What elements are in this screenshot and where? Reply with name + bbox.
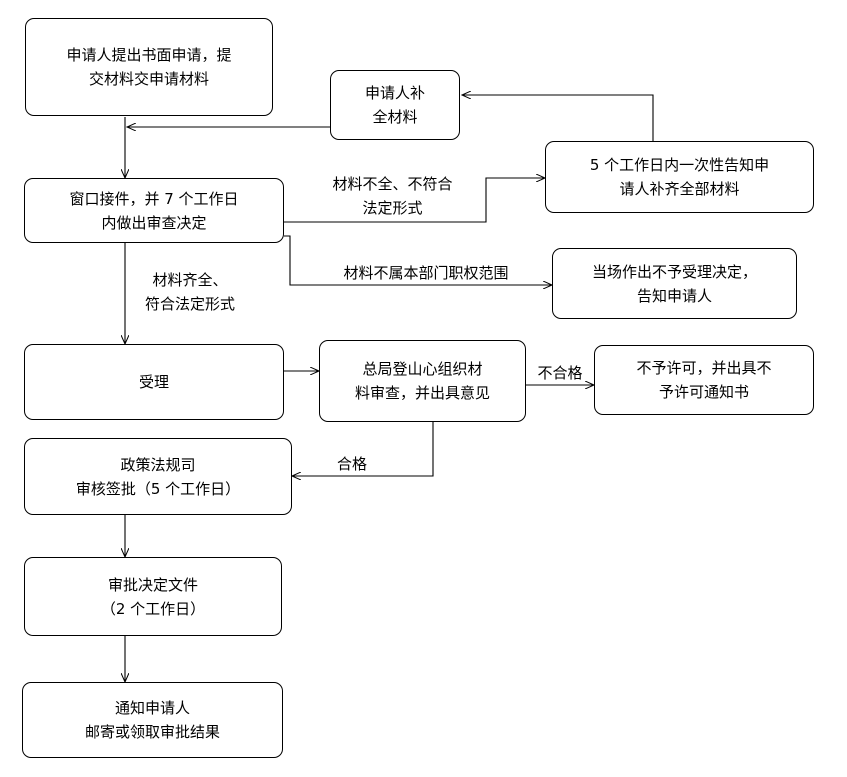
node-supplement-materials: 申请人补 全材料 [330,70,460,140]
node-notify-within-5-days: 5 个工作日内一次性告知申 请人补齐全部材料 [545,141,814,213]
node-notify-applicant: 通知申请人 邮寄或领取审批结果 [22,682,283,758]
label-incomplete: 材料不全、不符合 法定形式 [332,175,453,217]
node-policy-approval-text: 政策法规司 审核签批（5 个工作日） [75,455,241,498]
arrow-window-to-reject [284,235,552,285]
node-decision-document: 审批决定文件 （2 个工作日） [24,557,282,636]
node-bureau-review-text: 总局登山心组织材 料审查，并出具意见 [354,360,490,402]
node-policy-approval: 政策法规司 审核签批（5 个工作日） [24,438,292,515]
node-supplement-materials-text: 申请人补 全材料 [364,84,425,126]
node-accept: 受理 [24,344,284,420]
node-bureau-review: 总局登山心组织材 料审查，并出具意见 [319,340,526,422]
node-accept-text: 受理 [138,373,169,391]
label-complete: 材料齐全、 符合法定形式 [144,271,235,313]
node-decision-document-text: 审批决定文件 （2 个工作日） [100,575,206,618]
node-notify-applicant-text: 通知申请人 邮寄或领取审批结果 [84,699,220,741]
node-reject-on-spot: 当场作出不予受理决定， 告知申请人 [552,248,797,319]
node-notify-within-5-days-text: 5 个工作日内一次性告知申 请人补齐全部材料 [589,156,770,198]
arrow-review-to-policy [292,422,434,476]
label-out-of-scope: 材料不属本部门职权范围 [343,264,509,282]
label-fail: 不合格 [537,364,583,382]
node-submit-application-text: 申请人提出书面申请，提 交材料交申请材料 [66,46,232,88]
arrow-window-to-notify [284,178,545,223]
node-window-intake: 窗口接件，并 7 个工作日 内做出审查决定 [24,178,284,243]
label-pass: 合格 [336,455,367,473]
node-deny-permit-text: 不予许可，并出具不 予许可通知书 [636,359,772,401]
node-window-intake-text: 窗口接件，并 7 个工作日 内做出审查决定 [69,189,239,232]
node-deny-permit: 不予许可，并出具不 予许可通知书 [594,345,814,415]
arrow-notify-to-supplement [462,95,654,141]
node-submit-application: 申请人提出书面申请，提 交材料交申请材料 [25,18,273,116]
node-reject-on-spot-text: 当场作出不予受理决定， 告知申请人 [591,262,757,305]
